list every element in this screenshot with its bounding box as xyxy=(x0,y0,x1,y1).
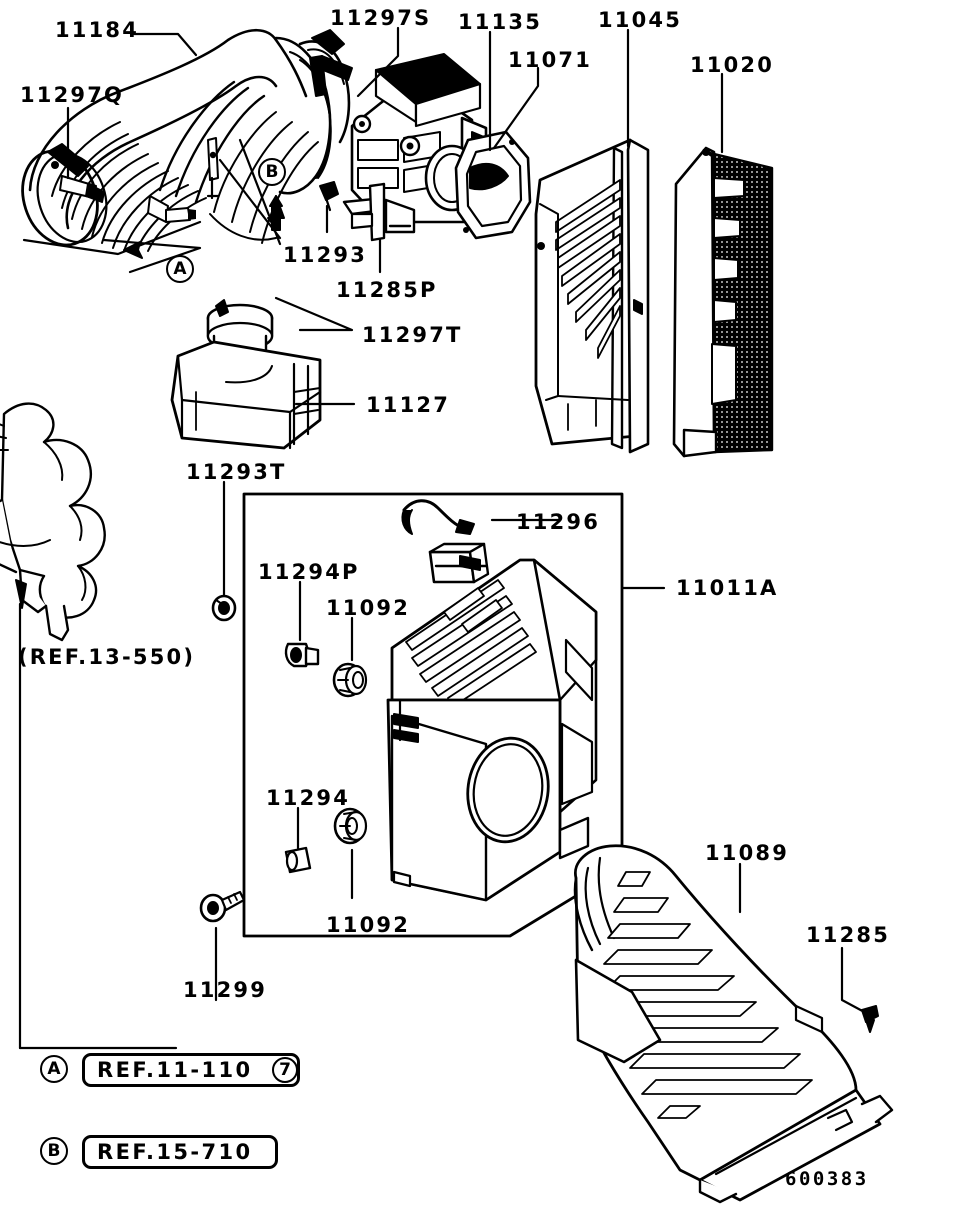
part-11092-grommet-upper xyxy=(332,662,368,698)
part-ref-13-550-engine xyxy=(0,402,178,1050)
callout-marker-a[interactable]: A xyxy=(166,255,194,283)
part-label-11297T[interactable]: 11297T xyxy=(362,323,463,347)
part-label-11297S[interactable]: 11297S xyxy=(330,6,432,30)
part-label-11294[interactable]: 11294 xyxy=(266,786,351,810)
part-label-11045[interactable]: 11045 xyxy=(598,8,683,32)
inline-reference-13-550[interactable]: (REF.13-550) xyxy=(18,645,196,669)
part-11285P-bracket xyxy=(342,182,386,242)
part-label-11296[interactable]: 11296 xyxy=(516,510,601,534)
part-label-11293T[interactable]: 11293T xyxy=(186,460,287,484)
reference-box-15-710[interactable]: REF.15-710 xyxy=(82,1135,278,1169)
part-11092-grommet-lower xyxy=(333,807,368,845)
reference-box-11-110[interactable]: REF.11-110 xyxy=(82,1053,300,1087)
part-11011A-air-cleaner-assembly xyxy=(386,542,598,902)
part-11020-air-cleaner-element xyxy=(672,146,774,458)
part-label-11184[interactable]: 11184 xyxy=(55,18,140,42)
part-label-11127[interactable]: 11127 xyxy=(366,393,451,417)
callout-arrows xyxy=(22,138,285,274)
part-label-11285P[interactable]: 11285P xyxy=(336,278,438,302)
part-label-11294P[interactable]: 11294P xyxy=(258,560,360,584)
part-label-11299[interactable]: 11299 xyxy=(183,978,268,1002)
part-label-11293[interactable]: 11293 xyxy=(283,243,368,267)
part-11297S-hose-clamp xyxy=(298,29,353,144)
part-label-11135[interactable]: 11135 xyxy=(458,10,543,34)
part-label-11089[interactable]: 11089 xyxy=(705,841,790,865)
part-label-11020[interactable]: 11020 xyxy=(690,53,775,77)
part-11071-gasket xyxy=(454,130,532,240)
part-11294P-bushing xyxy=(284,642,320,668)
part-11184-air-hose xyxy=(28,28,332,253)
part-11296-clip xyxy=(401,499,475,535)
leader-lines-top xyxy=(66,26,870,1016)
ref-marker-a[interactable]: A xyxy=(40,1055,68,1083)
reference-badge-7[interactable]: 7 xyxy=(272,1057,298,1083)
part-label-11297Q[interactable]: 11297Q xyxy=(20,83,125,107)
diagram-number: 600383 xyxy=(785,1168,869,1190)
part-label-11092-lower[interactable]: 11092 xyxy=(326,913,411,937)
callout-marker-b[interactable]: B xyxy=(258,158,286,186)
part-label-11092-upper[interactable]: 11092 xyxy=(326,596,411,620)
part-11294-bushing xyxy=(284,846,312,874)
part-11293-screw xyxy=(319,181,339,212)
part-11127-resonator xyxy=(170,334,322,450)
reference-text-15-710: REF.15-710 xyxy=(97,1140,253,1164)
air-cleaner-assembly-box xyxy=(242,492,624,938)
part-11285-screw xyxy=(861,1005,879,1033)
part-label-11285[interactable]: 11285 xyxy=(806,923,891,947)
part-11045-air-cleaner-cover xyxy=(534,138,650,454)
part-11293T-grommet xyxy=(211,594,237,622)
part-11299-bolt xyxy=(199,890,246,923)
part-label-11011A[interactable]: 11011A xyxy=(676,576,779,600)
part-label-11071[interactable]: 11071 xyxy=(508,48,593,72)
reference-text-11-110: REF.11-110 xyxy=(97,1058,253,1082)
ref-marker-b[interactable]: B xyxy=(40,1137,68,1165)
part-11089-air-duct xyxy=(573,844,894,1204)
